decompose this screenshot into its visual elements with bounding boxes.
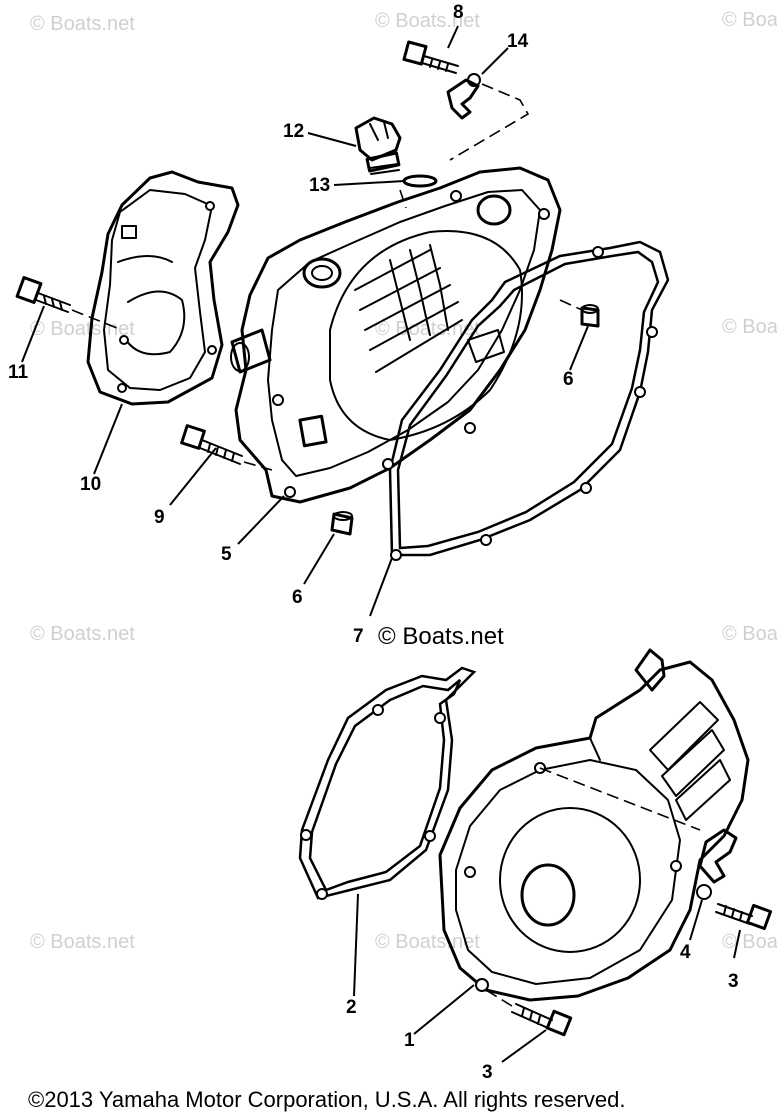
boats-net-label: © Boats.net: [378, 623, 504, 650]
callout-labels: 8 14 12 13 11 10 9 5 6 6 7 2 1 4 3 3: [8, 2, 739, 1083]
callout-11: 11: [8, 362, 29, 383]
watermark-7: © Boats.net: [30, 623, 135, 645]
watermarks: © Boats.net © Boats.net © Boats.net © Bo…: [30, 9, 777, 953]
o-ring-part-13: [402, 174, 438, 188]
bolt-part-9: [180, 424, 273, 471]
watermark-1: © Boats.net: [30, 13, 135, 35]
callout-3-lower: 3: [482, 1062, 493, 1083]
callout-8: 8: [453, 2, 464, 23]
watermark-8: © Boats.net: [722, 623, 777, 645]
callout-1: 1: [404, 1030, 415, 1051]
bolt-part-11: [15, 276, 123, 331]
watermark-11: © Boats.net: [722, 931, 777, 953]
callout-6-upper: 6: [563, 369, 574, 390]
callout-4: 4: [680, 942, 691, 963]
bolt-part-3-lower: [485, 989, 573, 1037]
gasket-part-7: [382, 240, 670, 561]
callout-7: 7: [353, 626, 364, 647]
dowel-part-6-lower: [330, 511, 354, 536]
watermark-6: © Boats.net: [722, 316, 777, 338]
callout-10: 10: [80, 474, 101, 495]
cover-part-10: [86, 170, 240, 406]
callout-14: 14: [507, 31, 529, 52]
watermark-3: © Boats.net: [722, 9, 777, 31]
watermark-9: © Boats.net: [30, 931, 135, 953]
watermark-4: © Boats.net: [30, 318, 135, 340]
dowel-part-6-upper: [559, 299, 600, 328]
leader-lines: [21, 25, 741, 1063]
clamp-part-4: [696, 828, 738, 900]
callout-2: 2: [346, 997, 357, 1018]
watermark-2: © Boats.net: [375, 10, 480, 32]
callout-5: 5: [221, 544, 232, 565]
callout-6-lower: 6: [292, 587, 303, 608]
callout-3-right: 3: [728, 971, 739, 992]
bolt-part-3-right: [715, 903, 773, 931]
gasket-part-2: [298, 666, 477, 900]
callout-9: 9: [154, 507, 165, 528]
callout-12: 12: [283, 121, 304, 142]
filler-plug-part-12: [354, 116, 402, 175]
clamp-part-14: [446, 73, 530, 161]
crankcase-cover-part-1: [438, 648, 750, 1002]
crankcase-cover-part-5: [230, 166, 562, 504]
copyright-notice: ©2013 Yamaha Motor Corporation, U.S.A. A…: [28, 1087, 625, 1112]
watermark-10: © Boats.net: [375, 931, 480, 953]
bolt-part-8: [402, 40, 459, 74]
watermark-5: © Boats.net: [375, 318, 480, 340]
callout-13: 13: [309, 175, 330, 196]
